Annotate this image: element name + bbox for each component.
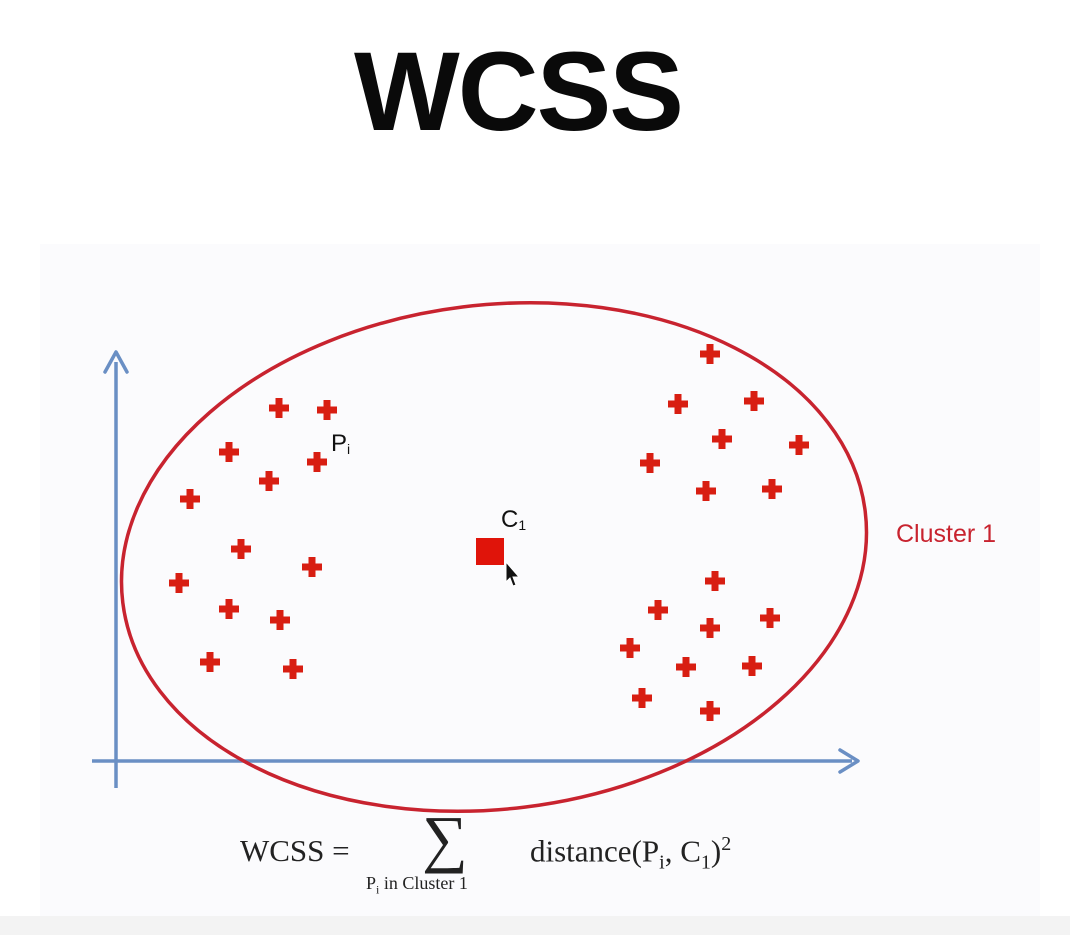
data-point-plus-marker bbox=[760, 608, 780, 628]
data-point-plus-marker bbox=[712, 429, 732, 449]
data-point-plus-marker bbox=[307, 452, 327, 472]
data-point-plus-marker bbox=[620, 638, 640, 658]
data-point-plus-marker bbox=[269, 398, 289, 418]
data-point-plus-marker bbox=[317, 400, 337, 420]
data-point-plus-marker bbox=[180, 489, 200, 509]
centroid-marker bbox=[476, 538, 504, 565]
data-point-plus-marker bbox=[742, 656, 762, 676]
data-point-plus-marker bbox=[302, 557, 322, 577]
data-point-plus-marker bbox=[640, 453, 660, 473]
cluster-ellipse bbox=[119, 301, 869, 813]
data-points bbox=[169, 344, 809, 721]
data-point-plus-marker bbox=[700, 618, 720, 638]
data-point-plus-marker bbox=[259, 471, 279, 491]
summation-subscript: Pi in Cluster 1 bbox=[366, 873, 468, 898]
data-point-plus-marker bbox=[219, 599, 239, 619]
centroid-label: C1 bbox=[501, 506, 526, 533]
mouse-pointer-icon bbox=[505, 560, 521, 587]
y-axis-arrowhead bbox=[103, 350, 129, 374]
sum-sym: P bbox=[366, 873, 377, 893]
data-point-plus-marker bbox=[668, 394, 688, 414]
sum-rest: in Cluster 1 bbox=[383, 873, 468, 893]
data-point-plus-marker bbox=[700, 344, 720, 364]
cluster-label: Cluster 1 bbox=[896, 520, 996, 548]
summation-sign: ∑ bbox=[422, 803, 468, 874]
data-point-plus-marker bbox=[169, 573, 189, 593]
wcss-formula: WCSS = ∑ Pi in Cluster 1 distance(Pi, C1… bbox=[0, 807, 1070, 910]
data-point-plus-marker bbox=[231, 539, 251, 559]
page-title: WCSS bbox=[354, 29, 684, 154]
data-point-plus-marker bbox=[676, 657, 696, 677]
data-point-plus-marker bbox=[270, 610, 290, 630]
data-point-plus-marker bbox=[219, 442, 239, 462]
distance-term: distance(Pi, C1)2 bbox=[530, 833, 732, 874]
data-point-plus-marker bbox=[648, 600, 668, 620]
data-point-plus-marker bbox=[632, 688, 652, 708]
axes bbox=[92, 350, 860, 788]
data-point-plus-marker bbox=[696, 481, 716, 501]
point-label: Pi bbox=[331, 430, 350, 457]
data-point-plus-marker bbox=[283, 659, 303, 679]
data-point-plus-marker bbox=[705, 571, 725, 591]
data-point-plus-marker bbox=[762, 479, 782, 499]
data-point-plus-marker bbox=[744, 391, 764, 411]
data-point-plus-marker bbox=[789, 435, 809, 455]
data-point-plus-marker bbox=[700, 701, 720, 721]
bottom-strip bbox=[0, 916, 1070, 935]
formula-lhs: WCSS = bbox=[240, 833, 350, 868]
x-axis-arrowhead bbox=[838, 748, 860, 774]
sum-sub: i bbox=[376, 882, 380, 897]
data-point-plus-marker bbox=[200, 652, 220, 672]
